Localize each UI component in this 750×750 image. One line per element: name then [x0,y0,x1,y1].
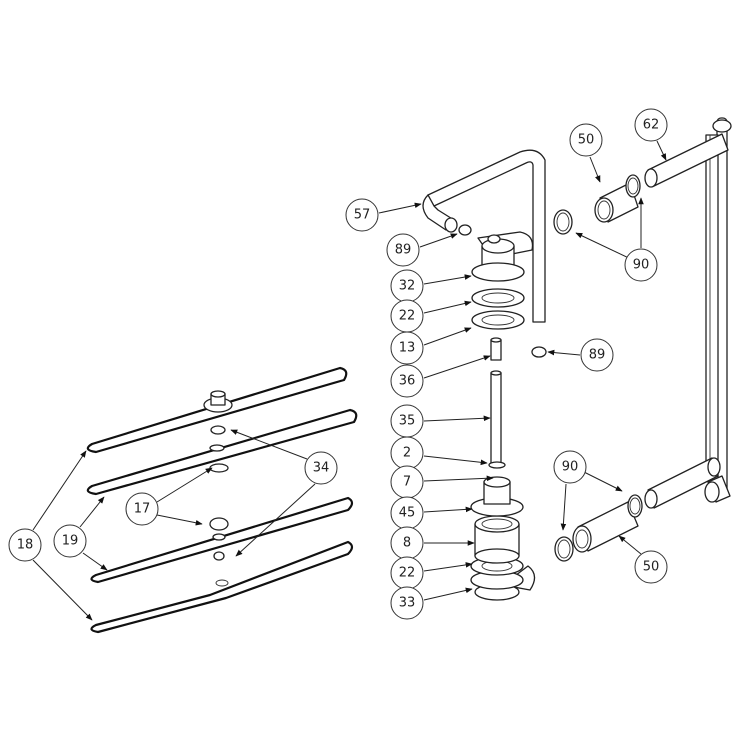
svg-text:22: 22 [399,309,416,324]
svg-text:57: 57 [354,208,371,223]
callout-2: 2 [390,436,424,470]
leader-lines [32,140,667,621]
svg-text:50: 50 [643,560,660,575]
lower-tube-50 [554,494,643,562]
svg-text:2: 2 [403,446,411,461]
svg-text:89: 89 [395,243,412,258]
callout-19: 19 [53,524,87,558]
svg-text:50: 50 [578,133,595,148]
callout-18: 18 [8,528,42,562]
upper-tube-50 [553,174,641,235]
svg-text:22: 22 [399,566,416,581]
callout-50-a: 50 [569,123,603,157]
callout-33: 33 [390,586,424,620]
callout-90-b: 90 [553,450,587,484]
svg-text:89: 89 [589,348,606,363]
svg-text:18: 18 [17,538,34,553]
svg-text:33: 33 [399,596,416,611]
callout-50-b: 50 [634,550,668,584]
svg-text:32: 32 [399,279,416,294]
callout-89-b: 89 [580,338,614,372]
callout-17: 17 [125,492,159,526]
callout-8: 8 [390,526,424,560]
callout-7: 7 [390,465,424,499]
svg-text:17: 17 [134,502,151,517]
callout-22-b: 22 [390,556,424,590]
svg-text:36: 36 [399,374,416,389]
svg-text:7: 7 [403,475,411,490]
callout-32: 32 [390,269,424,303]
svg-text:90: 90 [633,258,650,273]
svg-text:45: 45 [399,506,416,521]
callout-89-a: 89 [386,233,420,267]
callouts: 57 89 32 22 13 36 89 35 2 7 45 8 22 33 5… [8,108,668,620]
spray-arm-upper [86,366,348,454]
svg-text:90: 90 [562,460,579,475]
callout-62: 62 [634,108,668,142]
svg-text:34: 34 [313,461,330,476]
hub-stack [471,231,547,361]
callout-36: 36 [390,364,424,398]
manifold-pipe-57 [422,149,546,323]
callout-34: 34 [304,451,338,485]
callout-13: 13 [390,331,424,365]
pump-body [470,476,536,601]
svg-text:62: 62 [643,118,660,133]
callout-45: 45 [390,496,424,530]
svg-text:8: 8 [403,536,411,551]
callout-22-a: 22 [390,299,424,333]
callout-90-a: 90 [624,248,658,282]
shaft-35 [488,370,506,469]
svg-text:13: 13 [399,341,416,356]
svg-text:19: 19 [62,534,79,549]
callout-57: 57 [345,198,379,232]
svg-text:35: 35 [399,414,416,429]
pipe-frame [644,117,732,509]
callout-35: 35 [390,404,424,438]
spray-arm-lower-2 [90,540,354,634]
spray-arm-upper-2 [86,408,358,496]
spray-arm-lower [90,496,354,584]
